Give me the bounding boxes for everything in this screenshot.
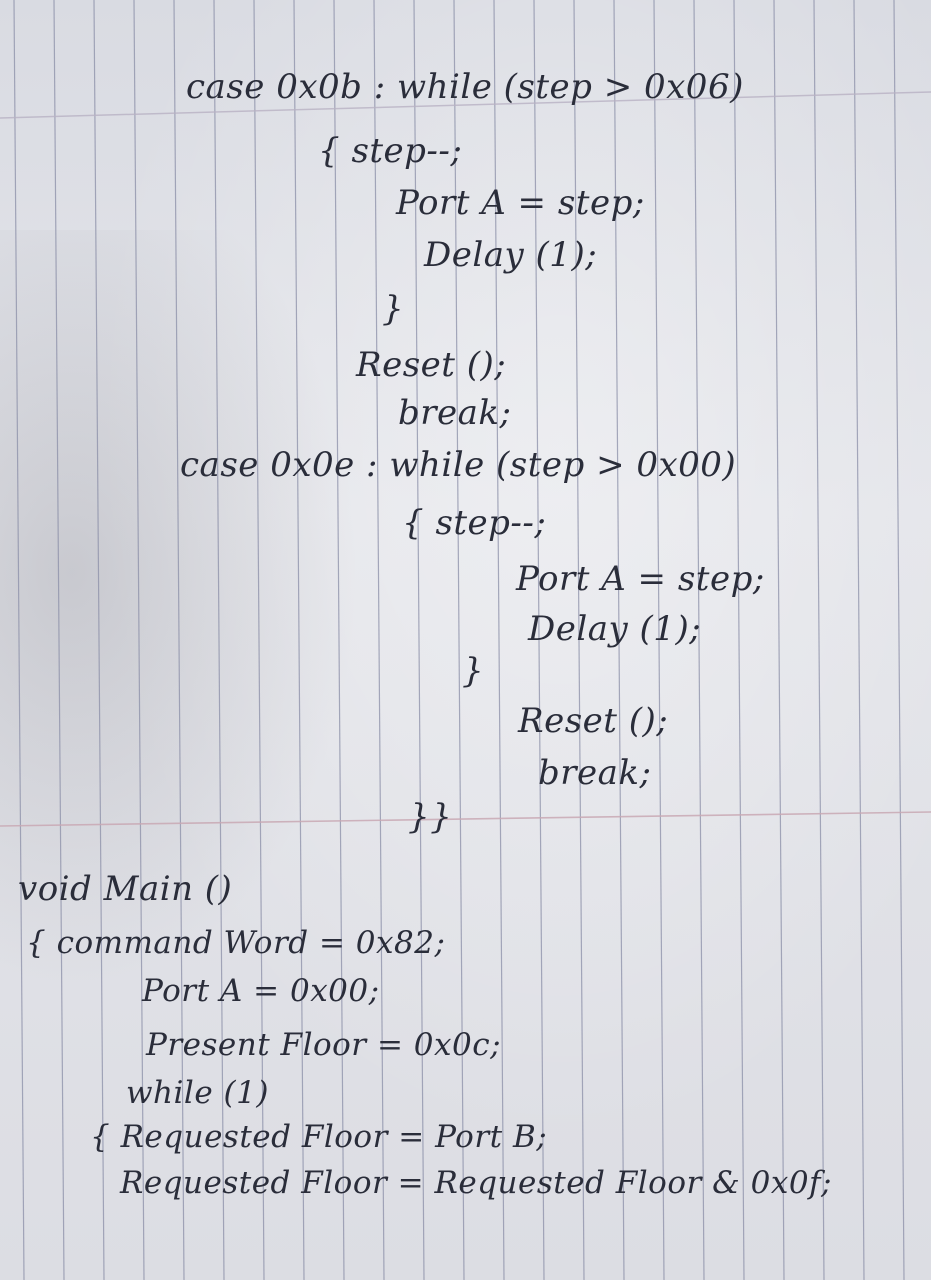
code-line-10: Port A = step; <box>516 559 765 599</box>
ruling-line <box>493 0 505 1280</box>
ruling-line <box>533 0 545 1280</box>
ruling-line <box>613 0 625 1280</box>
code-line-15: }} <box>408 797 453 837</box>
ruling-line <box>13 0 25 1280</box>
code-line-2: { step--; <box>318 131 463 171</box>
code-line-7: break; <box>398 393 512 433</box>
code-line-20: while (1) <box>126 1075 269 1111</box>
ruling-line <box>573 0 585 1280</box>
code-line-14: break; <box>538 753 652 793</box>
code-line-8: case 0x0e : while (step > 0x00) <box>180 445 737 485</box>
code-line-16: void Main () <box>18 869 233 909</box>
code-line-6: Reset (); <box>356 345 507 385</box>
ruling-line <box>773 0 785 1280</box>
ruling-line <box>173 0 185 1280</box>
code-line-13: Reset (); <box>518 701 669 741</box>
code-line-18: Port A = 0x00; <box>142 973 380 1009</box>
code-line-21: { Requested Floor = Port B; <box>90 1119 548 1155</box>
code-line-12: } <box>462 651 485 691</box>
code-line-5: } <box>382 289 405 329</box>
ruling-line <box>213 0 225 1280</box>
ruling-line <box>133 0 145 1280</box>
code-line-19: Present Floor = 0x0c; <box>146 1027 502 1063</box>
ruling-line <box>893 0 905 1280</box>
ruling-line <box>53 0 65 1280</box>
code-line-17: { command Word = 0x82; <box>26 925 446 961</box>
code-line-11: Delay (1); <box>528 609 702 649</box>
ruling-line <box>253 0 265 1280</box>
ruling-line <box>373 0 385 1280</box>
ruling-line <box>93 0 105 1280</box>
ruling-line <box>653 0 665 1280</box>
ruling-line <box>413 0 425 1280</box>
code-line-9: { step--; <box>402 503 547 543</box>
ruling-line <box>853 0 865 1280</box>
ruling-line <box>333 0 345 1280</box>
code-line-4: Delay (1); <box>424 235 598 275</box>
code-line-1: case 0x0b : while (step > 0x06) <box>186 67 744 107</box>
ruling-line <box>813 0 825 1280</box>
ruling-line <box>293 0 305 1280</box>
ruling-line <box>453 0 465 1280</box>
ruling-line <box>733 0 745 1280</box>
code-line-22: Requested Floor = Requested Floor & 0x0f… <box>120 1165 832 1201</box>
code-line-3: Port A = step; <box>396 183 645 223</box>
ruling-line <box>693 0 705 1280</box>
